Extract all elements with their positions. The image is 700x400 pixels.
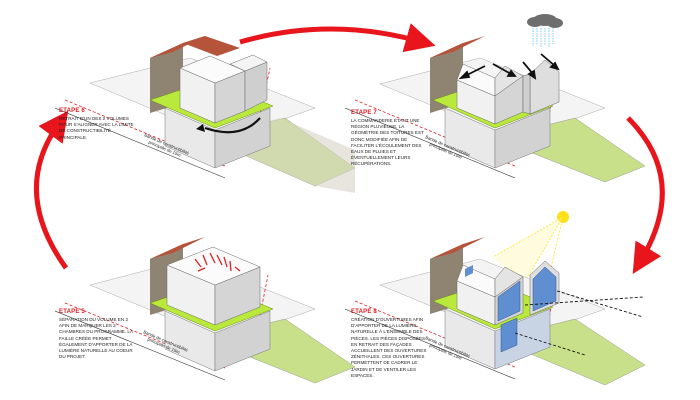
step-description: Retrait d'un des 2 volumes pour s'aligne…: [59, 116, 134, 140]
rain-cloud-icon: [527, 14, 563, 47]
arrow-7-to-8: [626, 116, 665, 274]
panel-etape-8: ETAPE 8 Création d'ouvertures afin d'app…: [345, 205, 645, 386]
panel-etape-7: ETAPE 7 La Commanderie étant une région …: [345, 14, 645, 183]
step-title: ETAPE 5: [59, 309, 85, 315]
arrow-5-to-6: [33, 110, 69, 270]
step-title: ETAPE 8: [351, 309, 377, 315]
sun-icon: [492, 211, 569, 294]
arrow-6-to-7: [239, 23, 436, 53]
panel-etape-5: ETAPE 5 Séparation du volume en 2 afin d…: [55, 225, 355, 390]
axonometric-drawing: [55, 36, 355, 193]
axonometric-drawing: [55, 237, 355, 384]
panel-etape-6: ETAPE 6 Retrait d'un des 2 volumes pour …: [55, 28, 355, 193]
step-description: La Commanderie étant une région pluvieus…: [351, 118, 424, 167]
step-title: ETAPE 7: [351, 110, 377, 116]
step-description: Séparation du volume en 2 afin de marque…: [59, 317, 133, 360]
axonometric-drawing: [345, 14, 645, 183]
step-title: ETAPE 6: [59, 108, 85, 114]
axonometric-drawing: [345, 211, 645, 386]
step-description: Création d'ouvertures afin d'apporter de…: [351, 317, 427, 378]
